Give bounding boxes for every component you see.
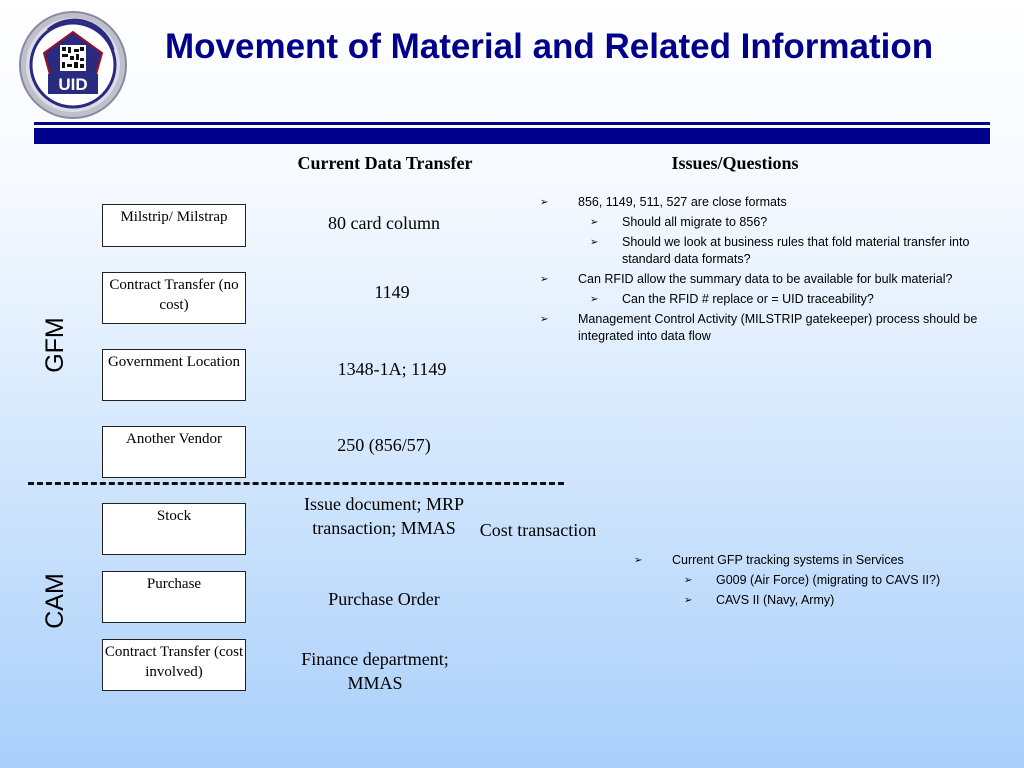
box-contract-transfer-cost: Contract Transfer (cost involved)	[102, 639, 246, 691]
box-milstrip: Milstrip/ Milstrap	[102, 204, 246, 247]
issues-list-bottom: ➢Current GFP tracking systems in Service…	[634, 552, 1012, 612]
arrow-bullet-icon: ➢	[590, 294, 599, 305]
title-rule-thick	[34, 128, 990, 144]
list-item: ➢856, 1149, 511, 527 are close formats	[540, 195, 787, 209]
value-purchase: Purchase Order	[328, 589, 440, 609]
uid-logo: UID	[18, 10, 128, 120]
title-rule-thin	[34, 122, 990, 125]
value-stock: Issue document; MRP transaction; MMAS	[304, 494, 464, 538]
logo-label: UID	[58, 75, 87, 94]
box-purchase: Purchase	[102, 571, 246, 623]
value-milstrip: 80 card column	[328, 213, 440, 233]
list-item: ➢Current GFP tracking systems in Service…	[634, 553, 904, 567]
arrow-bullet-icon: ➢	[590, 237, 599, 248]
value-contract-transfer-cost: Finance department; MMAS	[301, 649, 449, 693]
box-government-location: Government Location	[102, 349, 246, 401]
cost-transaction-label: Cost transaction	[479, 520, 597, 540]
column-header-issues: Issues/Questions	[671, 153, 799, 173]
box-another-vendor: Another Vendor	[102, 426, 246, 478]
box-contract-transfer-no-cost: Contract Transfer (no cost)	[102, 272, 246, 324]
list-item: ➢Management Control Activity (MILSTRIP g…	[540, 312, 978, 343]
arrow-bullet-icon: ➢	[540, 314, 549, 325]
list-item: ➢Can the RFID # replace or = UID traceab…	[590, 292, 874, 306]
list-item: ➢CAVS II (Navy, Army)	[684, 593, 835, 607]
section-label-gfm: GFM	[41, 317, 69, 373]
section-label-cam: CAM	[41, 573, 69, 629]
column-header-transfer: Current Data Transfer	[297, 153, 473, 173]
value-contract-transfer-no-cost: 1149	[374, 282, 410, 302]
list-item: ➢Should we look at business rules that f…	[590, 235, 970, 266]
box-stock: Stock	[102, 503, 246, 555]
arrow-bullet-icon: ➢	[540, 197, 549, 208]
list-item: ➢Should all migrate to 856?	[590, 215, 768, 229]
arrow-bullet-icon: ➢	[590, 217, 599, 228]
value-government-location: 1348-1A; 1149	[337, 359, 447, 379]
slide-title: Movement of Material and Related Informa…	[165, 27, 934, 66]
list-item: ➢Can RFID allow the summary data to be a…	[540, 272, 953, 286]
section-divider	[28, 482, 564, 485]
issues-list-top: ➢856, 1149, 511, 527 are close formats ➢…	[540, 194, 978, 348]
list-item: ➢G009 (Air Force) (migrating to CAVS II?…	[684, 573, 941, 587]
arrow-bullet-icon: ➢	[540, 274, 549, 285]
arrow-bullet-icon: ➢	[634, 555, 643, 566]
arrow-bullet-icon: ➢	[684, 595, 693, 606]
arrow-bullet-icon: ➢	[684, 575, 693, 586]
value-another-vendor: 250 (856/57)	[337, 435, 431, 455]
